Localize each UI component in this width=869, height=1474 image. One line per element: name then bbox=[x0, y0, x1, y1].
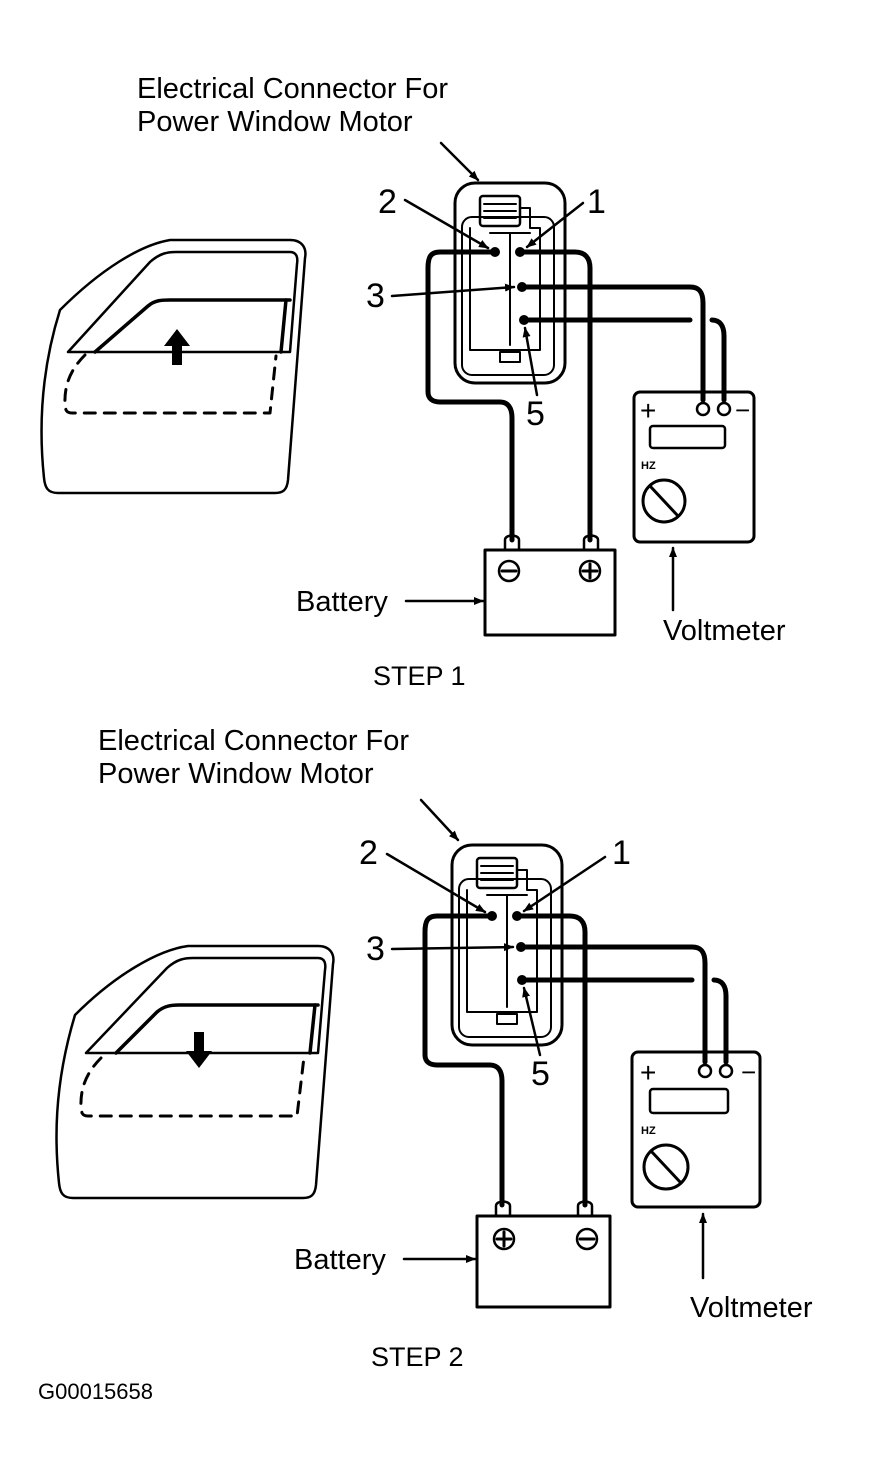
step-label: STEP 2 bbox=[371, 1342, 464, 1372]
pin-3-pointer bbox=[390, 283, 516, 298]
wire-pin1-battery bbox=[517, 249, 593, 543]
connector-label-line1: Electrical Connector For bbox=[98, 725, 409, 757]
pin-label-2: 2 bbox=[378, 183, 397, 221]
pin-2-pointer bbox=[385, 852, 487, 914]
wire-pin2-battery bbox=[422, 913, 505, 1208]
voltmeter-positive-probe bbox=[697, 1063, 713, 1079]
arrow-up-icon bbox=[164, 329, 190, 365]
voltmeter-dial-icon bbox=[642, 1143, 690, 1191]
pin-1-pointer bbox=[522, 855, 607, 913]
figure-code: G00015658 bbox=[38, 1379, 153, 1404]
connector-label-line1: Electrical Connector For bbox=[137, 73, 448, 105]
pin-label-1: 1 bbox=[612, 834, 631, 872]
voltmeter-negative-probe bbox=[718, 1063, 734, 1079]
voltmeter-scale-label: HZ bbox=[641, 460, 656, 472]
voltmeter: + − HZ bbox=[632, 390, 756, 544]
step-1-panel: Electrical Connector For Power Window Mo… bbox=[40, 73, 786, 691]
wire-pin2-battery bbox=[425, 249, 515, 543]
door-illustration bbox=[40, 238, 307, 495]
wire-pin5-voltmeter bbox=[521, 317, 727, 403]
door-illustration bbox=[55, 944, 335, 1200]
negative-terminal-icon bbox=[497, 559, 521, 583]
voltmeter-minus-sign: − bbox=[735, 395, 750, 425]
power-window-connector bbox=[453, 181, 567, 385]
pin-label-3: 3 bbox=[366, 930, 385, 968]
negative-terminal-icon bbox=[575, 1227, 599, 1251]
pin-2-pointer bbox=[403, 198, 490, 250]
voltmeter: + − HZ bbox=[630, 1050, 762, 1209]
connector-pointer-arrow bbox=[439, 141, 480, 182]
wire-pin3-voltmeter bbox=[518, 944, 708, 1065]
voltmeter-label: Voltmeter bbox=[690, 1292, 813, 1324]
voltmeter-plus-sign: + bbox=[640, 1057, 656, 1088]
voltmeter-dial-icon bbox=[641, 478, 687, 524]
step-label: STEP 1 bbox=[373, 661, 466, 691]
wire-pin3-voltmeter bbox=[519, 284, 706, 403]
pin-label-1: 1 bbox=[587, 183, 606, 221]
positive-terminal-icon bbox=[492, 1227, 516, 1251]
pin-5-pointer bbox=[522, 326, 539, 397]
pin-3-pointer bbox=[390, 943, 515, 952]
step-2-panel: Electrical Connector For Power Window Mo… bbox=[55, 725, 813, 1372]
pin-label-5: 5 bbox=[531, 1055, 550, 1093]
pin-label-5: 5 bbox=[526, 395, 545, 433]
pin-label-3: 3 bbox=[366, 277, 385, 315]
voltmeter-negative-probe bbox=[716, 401, 732, 417]
voltmeter-minus-sign: − bbox=[741, 1057, 756, 1087]
voltmeter-display bbox=[648, 1087, 730, 1115]
voltmeter-positive-probe bbox=[695, 401, 711, 417]
battery bbox=[475, 1200, 612, 1309]
voltmeter-scale-label: HZ bbox=[641, 1125, 656, 1137]
wire-pin1-battery bbox=[514, 913, 588, 1208]
pin-1-pointer bbox=[525, 201, 585, 249]
battery bbox=[483, 534, 617, 637]
arrow-down-icon bbox=[186, 1032, 212, 1068]
pin-5-pointer bbox=[522, 986, 542, 1057]
pin-label-2: 2 bbox=[359, 834, 378, 872]
connector-label-line2: Power Window Motor bbox=[137, 106, 413, 138]
connector-label-line2: Power Window Motor bbox=[98, 758, 374, 790]
voltmeter-plus-sign: + bbox=[640, 395, 656, 426]
positive-terminal-icon bbox=[578, 559, 602, 583]
battery-label: Battery bbox=[296, 586, 388, 618]
wire-pin5-voltmeter bbox=[519, 977, 729, 1065]
voltmeter-display bbox=[648, 424, 727, 450]
connector-pointer-arrow bbox=[419, 798, 460, 842]
battery-label: Battery bbox=[294, 1244, 386, 1276]
voltmeter-label: Voltmeter bbox=[663, 615, 786, 647]
